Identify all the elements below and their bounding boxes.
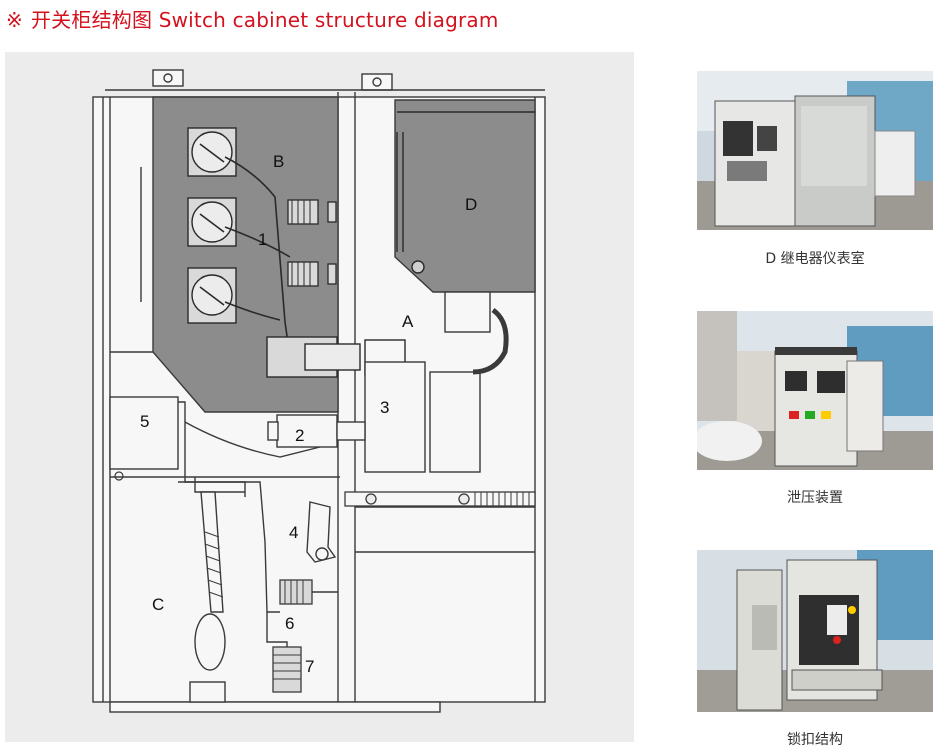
relay-room-photo (697, 71, 933, 230)
page-title: ※ 开关柜结构图 Switch cabinet structure diagram (6, 4, 499, 33)
structure-diagram: B D 1 A 3 5 2 4 C 6 7 (5, 52, 634, 742)
diagram-label-4: 4 (289, 523, 298, 542)
relay-room-caption: D 继电器仪表室 (765, 251, 865, 267)
diagram-label-6: 6 (285, 614, 294, 633)
diagram-label-2: 2 (295, 426, 304, 445)
pressure-relief-caption: 泄压装置 (787, 490, 843, 506)
cabinet-drawing: B D 1 A 3 5 2 4 C 6 7 (92, 69, 546, 713)
reference-mark: ※ (6, 8, 23, 32)
diagram-label-5: 5 (140, 412, 149, 431)
lock-structure-photo (697, 550, 933, 712)
diagram-label-c: C (152, 595, 164, 614)
diagram-label-d: D (465, 195, 477, 214)
diagram-label-1: 1 (258, 230, 267, 249)
diagram-label-b: B (273, 152, 284, 171)
diagram-label-a: A (402, 312, 414, 331)
pressure-relief-photo (697, 311, 933, 470)
diagram-label-7: 7 (305, 657, 314, 676)
diagram-label-3: 3 (380, 398, 389, 417)
lock-structure-caption: 锁扣结构 (787, 732, 843, 748)
page-title-text: 开关柜结构图 Switch cabinet structure diagram (30, 8, 499, 32)
